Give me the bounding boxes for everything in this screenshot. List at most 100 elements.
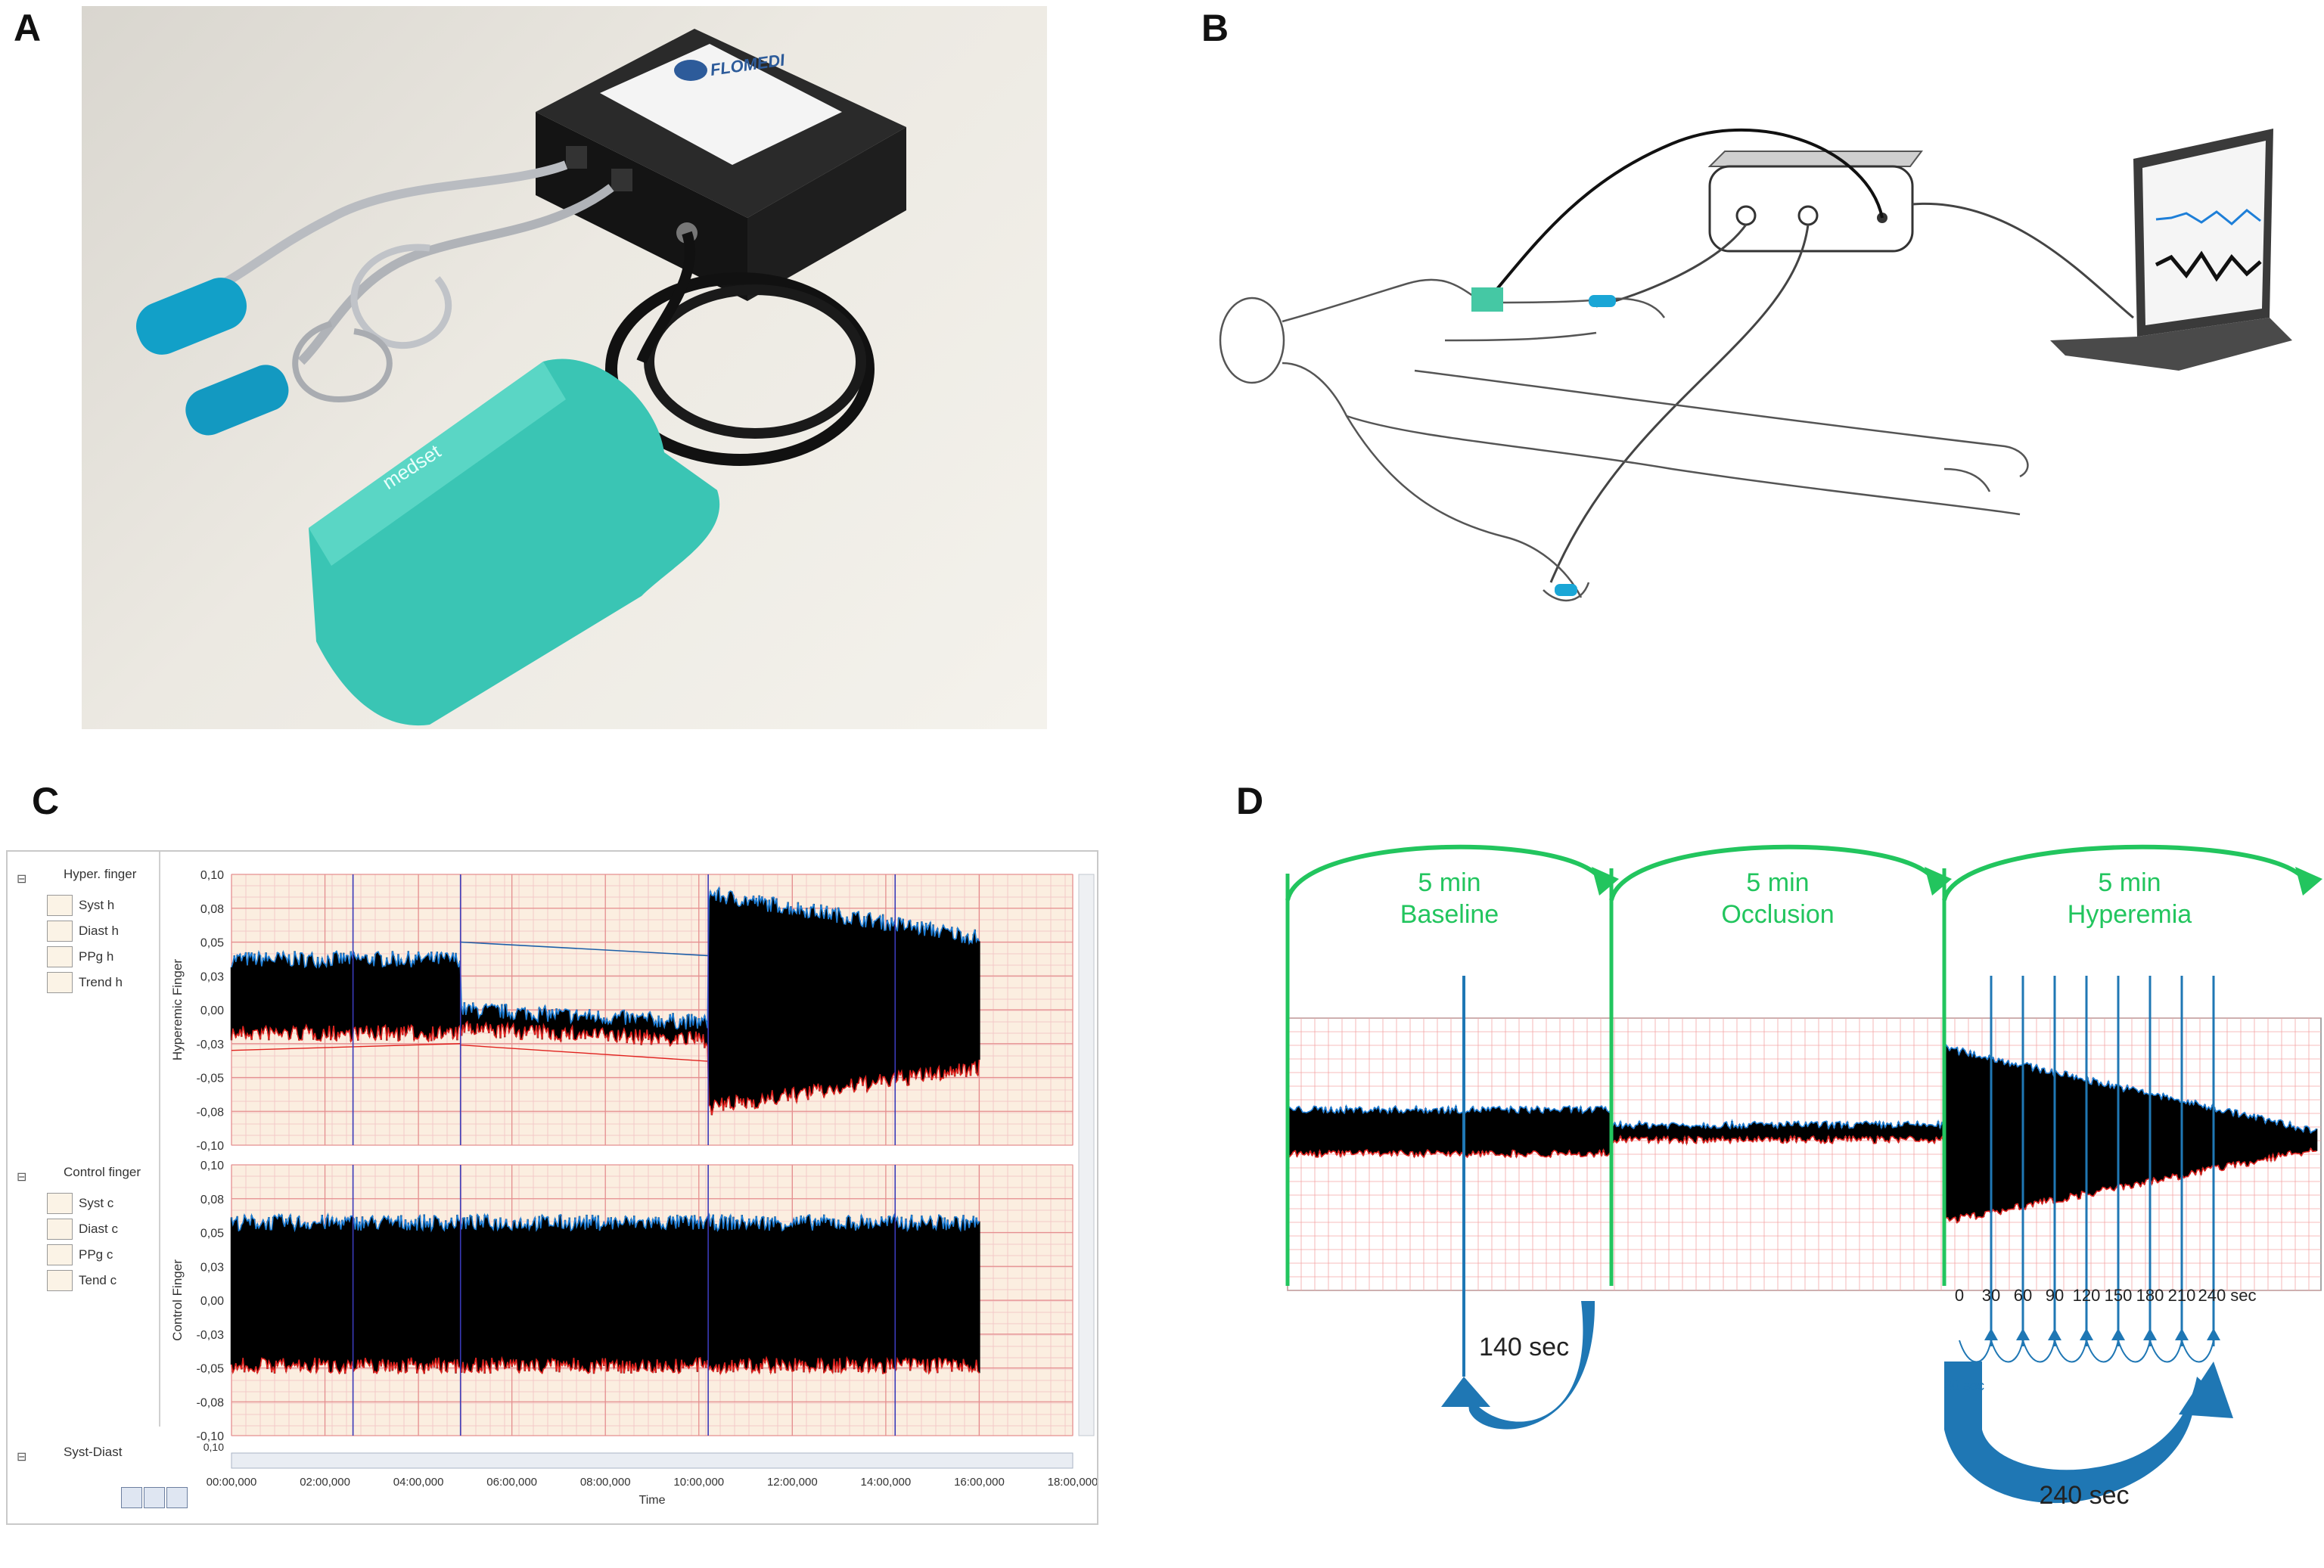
hyperemia-tick-label: 180 [2136, 1286, 2164, 1305]
legend-label: Syst h [79, 898, 115, 912]
legend-item[interactable]: Tend c [47, 1269, 117, 1292]
y-tick-label: 0,05 [200, 1228, 224, 1240]
legend-item[interactable]: Syst c [47, 1192, 113, 1215]
trace-diastolic [1287, 1134, 2317, 1225]
hyperemia-arrowhead-icon [2111, 1328, 2125, 1340]
x-tick-label: 14:00,000 [861, 1476, 912, 1489]
device-box-side [747, 127, 906, 301]
group-toggle-hyper[interactable]: ⊟ [17, 873, 27, 886]
y-tick-label: 0,10 [200, 1160, 224, 1172]
series-diast-control [231, 1355, 980, 1376]
legend-item[interactable]: PPg h [47, 945, 113, 968]
legend-label: Syst c [79, 1196, 114, 1210]
legend-item[interactable]: Trend h [47, 971, 123, 994]
legend-item[interactable]: Diast c [47, 1218, 118, 1240]
total-arrowhead-icon [2179, 1362, 2233, 1418]
patient-outline [1219, 278, 2029, 602]
group-toggle-control[interactable]: ⊟ [17, 1171, 27, 1184]
legend-item[interactable]: PPg c [47, 1244, 113, 1266]
x-tick-label: 04:00,000 [393, 1476, 444, 1489]
hyperemia-arrowhead-icon [2016, 1328, 2030, 1340]
hyperemia-arrowhead-icon [2048, 1328, 2061, 1340]
baseline-arrowhead-icon [1441, 1377, 1490, 1407]
phase-name-label: Baseline [1400, 900, 1499, 929]
hyperemia-tick-label: 90 [2046, 1286, 2064, 1305]
hyperemia-tick-label: 30 [1982, 1286, 2000, 1305]
series-trend-hyperemic [460, 941, 709, 957]
phase-arrowhead-icon [2295, 867, 2322, 896]
y-tick-label: 0,08 [200, 1194, 224, 1206]
y-tick-label: 0,00 [200, 1295, 224, 1308]
laptop-base [2050, 318, 2292, 371]
phase-name-label: Occlusion [1721, 900, 1834, 929]
crosshair-tool-icon[interactable] [121, 1487, 142, 1508]
phase-arc [1942, 844, 2310, 901]
signal-chart: 0,100,080,050,030,00-0,03-0,05-0,08-0,10… [170, 869, 1097, 1507]
interval-arc [2086, 1340, 2119, 1363]
legend-label: PPg h [79, 949, 114, 964]
hyperemia-tick-label: 0 [1955, 1286, 1964, 1305]
setup-drawing [1219, 128, 2292, 602]
y-tick-label: -0,10 [197, 1140, 225, 1153]
finger-probe-2 [185, 365, 289, 436]
hyperemia-arrowhead-icon [2207, 1328, 2220, 1340]
legend-label: Trend h [79, 975, 123, 989]
hyperemia-arrowhead-icon [1984, 1328, 1998, 1340]
brand-logo-icon [674, 60, 707, 81]
y-tick-label: -0,10 [197, 1430, 225, 1443]
legend-swatch-icon [47, 1270, 73, 1291]
horizontal-scrollbar[interactable] [231, 1452, 1073, 1469]
finger-probe-left [1555, 584, 1577, 596]
x-tick-label: 00:00,000 [207, 1476, 257, 1489]
phase-arc [1285, 844, 1606, 901]
y-tick-label: 0,03 [200, 970, 224, 983]
series-ppg-hyperemic [230, 887, 980, 1116]
pan-tool-icon[interactable] [166, 1487, 188, 1508]
series-syst-control [231, 1212, 980, 1233]
y-axis-label-hyperemic: Hyperemic Finger [170, 959, 185, 1060]
hyperemia-tick-label: 210 [2168, 1286, 2196, 1305]
panel-label-a: A [14, 7, 42, 49]
hyperemia-tick-label: 240 sec [2198, 1286, 2256, 1305]
hyperemia-tick-label: 150 [2105, 1286, 2133, 1305]
series-diast-trend [231, 1043, 461, 1051]
legend-label: Diast h [79, 924, 119, 938]
laptop-screen [2142, 141, 2266, 325]
x-tick-label: 16:00,000 [954, 1476, 1005, 1489]
phase-arrowhead-icon [1925, 867, 1952, 896]
x-tick-label: 06:00,000 [486, 1476, 537, 1489]
total-arrow [1944, 1362, 2214, 1504]
legend-item[interactable]: Diast h [47, 920, 119, 942]
electrode-patch [1471, 287, 1503, 312]
group-toggle-systdiast[interactable]: ⊟ [17, 1451, 27, 1464]
legend-swatch-icon [47, 1219, 73, 1240]
y-tick-label: -0,08 [197, 1106, 225, 1119]
y-tick-label: 0,00 [200, 1004, 224, 1017]
zoom-tool-icon[interactable] [144, 1487, 165, 1508]
total-arrow-label: 240 sec [2039, 1481, 2129, 1510]
software-window: ⊟ Hyper. finger Syst h Diast h PPg h Tre… [6, 850, 1098, 1525]
baseline-arrow [1466, 1301, 1595, 1430]
phase-arc [1609, 844, 1939, 901]
interval-arc [2149, 1340, 2183, 1363]
hyperemia-arrowhead-icon [2143, 1328, 2157, 1340]
legend-swatch-icon [47, 1244, 73, 1265]
series-diast-hyperemic [231, 1020, 980, 1116]
interval-arc [2117, 1340, 2151, 1363]
vertical-scrollbar[interactable] [1078, 874, 1095, 1436]
hyperemia-arrowhead-icon [2175, 1328, 2189, 1340]
phase-duration-label: 5 min [1746, 868, 1809, 897]
legend-label: PPg c [79, 1247, 113, 1262]
legend-item[interactable]: Syst h [47, 894, 114, 917]
phase-duration-label: 5 min [1418, 868, 1480, 897]
legend-label: Tend c [79, 1273, 117, 1287]
legend-swatch-icon [47, 946, 73, 967]
y-axis-label-control: Control Finger [170, 1259, 185, 1341]
x-tick-label: 10:00,000 [673, 1476, 724, 1489]
y-tick-label: -0,05 [197, 1073, 225, 1085]
phase-arrowhead-icon [1592, 867, 1619, 896]
y-tick-label: 0,03 [200, 1261, 224, 1274]
trace-systolic [1287, 1042, 2317, 1135]
y-tick-label: 0,10 [200, 869, 224, 882]
